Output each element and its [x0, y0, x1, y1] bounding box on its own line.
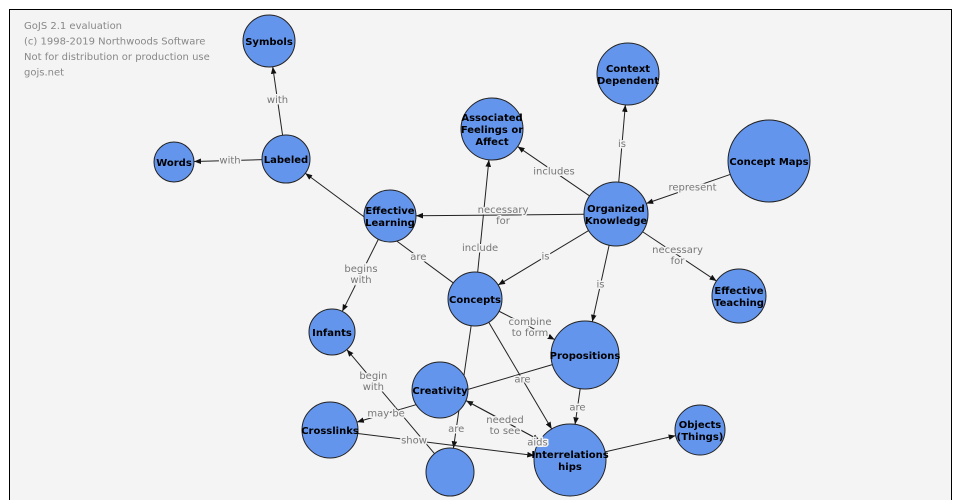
- link-crosslinks-interrel[interactable]: [357, 432, 535, 458]
- link-bottom-infants[interactable]: [346, 349, 435, 454]
- link-label: with: [219, 156, 240, 167]
- node-props[interactable]: Propositions: [550, 320, 621, 390]
- evaluation-watermark: GoJS 2.1 evaluation (c) 1998-2019 Northwo…: [24, 21, 210, 79]
- diagram-canvas[interactable]: GoJS 2.1 evaluation (c) 1998-2019 Northwo…: [9, 9, 952, 500]
- link-orgknow-assoc[interactable]: [517, 146, 590, 197]
- link-orgknow-efflearn[interactable]: [415, 212, 585, 219]
- link-labeled-words[interactable]: [193, 158, 263, 165]
- node-label: Creativity: [412, 386, 468, 397]
- link-labeled-symbols[interactable]: [270, 66, 284, 136]
- node-label: Concept Maps: [729, 157, 808, 168]
- link-label: are: [514, 375, 530, 386]
- link-concepts-props[interactable]: [498, 310, 555, 341]
- node-symbols[interactable]: Symbols: [242, 14, 296, 68]
- node-label: Propositions: [550, 351, 621, 362]
- link-interrel-objects[interactable]: [604, 434, 676, 453]
- watermark-line: GoJS 2.1 evaluation: [24, 21, 122, 32]
- node-label: Concepts: [449, 295, 501, 306]
- link-props-interrel[interactable]: [573, 388, 581, 425]
- node-label: Symbols: [245, 37, 293, 48]
- node-words[interactable]: Words: [153, 141, 195, 183]
- link-label: represent: [668, 183, 716, 194]
- link-label: are: [410, 252, 426, 263]
- link-concepts-interrel[interactable]: [488, 321, 553, 430]
- concept-map[interactable]: GoJS 2.1 evaluation (c) 1998-2019 Northwo…: [10, 10, 953, 501]
- node-label: Labeled: [264, 155, 308, 166]
- node-label: Objects(Things): [677, 420, 724, 443]
- node-labeled[interactable]: Labeled: [261, 134, 311, 184]
- link-label: show: [401, 436, 427, 447]
- node-label: Crosslinks: [301, 426, 359, 437]
- node-bottom[interactable]: [10, 10, 475, 497]
- link-orgknow-effteach[interactable]: [642, 231, 717, 282]
- link-label: aids: [527, 438, 547, 449]
- node-creativity[interactable]: Creativity: [411, 361, 469, 419]
- node-cmaps[interactable]: Concept Maps: [727, 119, 811, 203]
- watermark-line: Not for distribution or production use: [24, 52, 210, 63]
- link-label: are: [569, 403, 585, 414]
- link-label: may be: [367, 409, 404, 420]
- link-label: are: [448, 424, 464, 435]
- node-label: Infants: [312, 328, 352, 339]
- node-objects[interactable]: Objects(Things): [674, 404, 726, 456]
- link-label: include: [462, 243, 498, 254]
- link-cmaps-orgknow[interactable]: [646, 173, 731, 204]
- node-crosslinks[interactable]: Crosslinks: [301, 401, 359, 459]
- node-concepts[interactable]: Concepts: [447, 271, 503, 327]
- link-creativity-interrel[interactable]: [465, 400, 540, 441]
- link-orgknow-concepts[interactable]: [497, 230, 589, 286]
- link-label: with: [267, 95, 288, 106]
- link-label: is: [542, 252, 550, 263]
- link-label: is: [597, 280, 605, 291]
- link-orgknow-context[interactable]: [618, 104, 628, 183]
- link-concepts-assoc[interactable]: [477, 159, 492, 273]
- watermark-line: (c) 1998-2019 Northwoods Software: [24, 37, 205, 48]
- link-label: includes: [533, 167, 574, 178]
- link-orgknow-props[interactable]: [591, 245, 610, 322]
- link-label: is: [618, 139, 626, 150]
- node-label: Words: [156, 158, 192, 169]
- link-efflearn-infants[interactable]: [341, 239, 379, 312]
- watermark-line: gojs.net: [24, 68, 64, 79]
- node-infants[interactable]: Infants: [308, 308, 356, 356]
